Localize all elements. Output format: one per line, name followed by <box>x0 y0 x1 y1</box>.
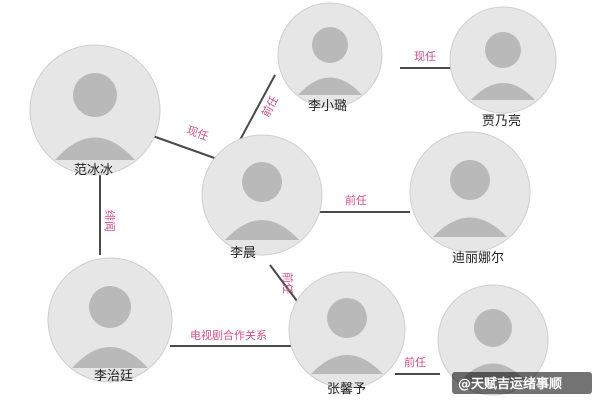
edge-label-fan-lizhiting: 绯闻 <box>103 210 117 232</box>
portrait-head-icon <box>73 73 117 117</box>
portrait-shoulders-icon <box>55 137 135 160</box>
watermark: @天赋吉运绪事顺 <box>452 372 592 394</box>
person-name: 李治廷 <box>94 369 133 384</box>
person-node-li-zhiting: 李治廷 <box>47 257 173 384</box>
portrait-shoulders-icon <box>471 83 535 100</box>
edges <box>99 67 455 375</box>
portrait-head-icon <box>242 162 282 202</box>
person-node-zhang-xinyu: 张馨予 <box>288 271 406 397</box>
person-name: 张馨予 <box>327 381 366 397</box>
person-node-jia-nailiang: 贾乃亮 <box>449 6 557 129</box>
person-name: 贾乃亮 <box>482 113 521 129</box>
portrait-shoulders-icon <box>225 220 299 240</box>
portrait-head-icon <box>312 27 348 63</box>
person-name: 李小璐 <box>308 99 347 114</box>
edge-label-zhangxinyu-manbr: 前任 <box>404 355 426 369</box>
portrait-head-icon <box>485 32 521 68</box>
portrait-head-icon <box>450 160 490 200</box>
person-name: 范冰冰 <box>74 163 113 178</box>
edge-label-fan-lichen: 现任 <box>185 124 210 144</box>
edge-label-lixiaolu-jianailiang: 现任 <box>414 50 436 63</box>
edge-label-lizhiting-zhangxinyu: 电视剧合作关系 <box>190 328 267 342</box>
edge-lichen-zhangxinyu <box>269 264 301 306</box>
portrait-head-icon <box>474 309 512 347</box>
portrait-head-icon <box>327 298 367 338</box>
person-node-li-chen: 李晨 <box>201 134 323 261</box>
portrait-head-icon <box>89 286 131 328</box>
edge-fan-lichen <box>149 134 221 161</box>
person-node-fan: 范冰冰 <box>29 44 161 178</box>
watermark-text: @天赋吉运绪事顺 <box>458 376 562 392</box>
portrait-shoulders-icon <box>72 347 148 368</box>
edge-label-lichen-dilireba: 前任 <box>345 193 367 207</box>
portrait-shoulders-icon <box>433 217 507 237</box>
portrait-shoulders-icon <box>311 355 383 374</box>
person-name: 迪丽娜尔 <box>452 251 504 266</box>
person-node-dilireba: 迪丽娜尔 <box>409 131 531 266</box>
watermark-background <box>452 372 592 394</box>
person-name: 李晨 <box>230 246 256 261</box>
portrait-shoulders-icon <box>298 77 362 95</box>
edge-lichen-lixiaolu <box>239 74 276 141</box>
edge-label-lichen-lixiaolu: 前任 <box>258 93 281 119</box>
edge-label-lichen-zhangxinyu: 前任 <box>281 272 295 294</box>
person-node-li-xiaolu: 李小璐 <box>277 2 383 114</box>
